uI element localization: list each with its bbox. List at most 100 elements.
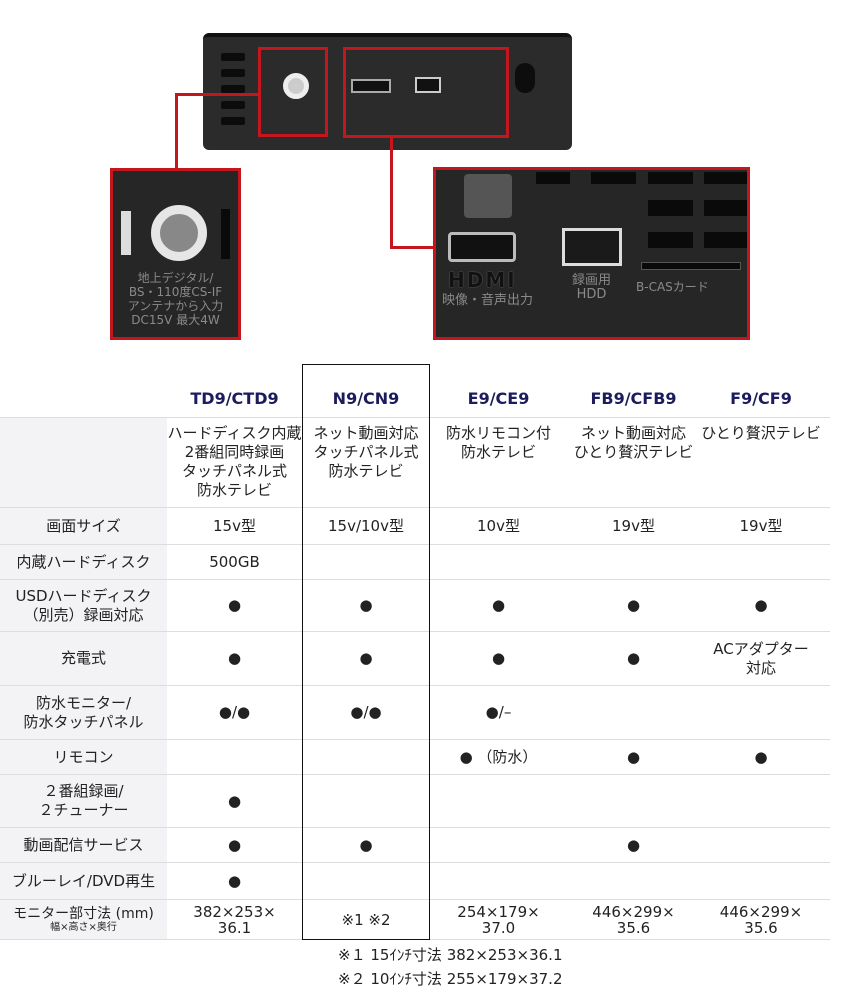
row-label: 画面サイズ: [0, 508, 167, 544]
table-cell: ひとり贅沢テレビ: [701, 424, 821, 442]
hdd-label: 録画用 HDD: [572, 273, 612, 302]
table-cell: ●: [626, 649, 641, 667]
table-cell: [700, 686, 822, 739]
table-cell: ●: [227, 791, 242, 810]
table-cell: 446×299× 35.6: [719, 902, 803, 937]
hdmi-port-icon: [351, 79, 391, 93]
callout-text: DC15V 最大4W: [131, 313, 220, 327]
ports-callout: HDMI 映像・音声出力 録画用 HDD B-CASカード: [433, 167, 750, 340]
table-cell: 15v/10v型: [328, 516, 404, 535]
table-cell: ●: [227, 596, 242, 614]
model-header: TD9/CTD9: [190, 389, 279, 408]
row-label: ブルーレイ/DVD再生: [0, 863, 167, 899]
row-label-text: モニター部寸法 (mm): [13, 905, 154, 922]
row-label: USDハードディスク （別売）録画対応: [0, 580, 167, 631]
table-row: 画面サイズ 15v型 15v/10v型 10v型 19v型 19v型: [0, 508, 830, 545]
row-label: モニター部寸法 (mm)幅×高さ×奥行: [0, 900, 167, 939]
table-cell: [430, 545, 567, 579]
hdmi-logo: HDMI: [448, 268, 517, 292]
antenna-port-callout: 地上デジタル/ BS・110度CS-IF アンテナから入力 DC15V 最大4W: [110, 168, 241, 340]
callout-text: 地上デジタル/: [137, 271, 214, 285]
table-cell: ※1 ※2: [341, 910, 391, 929]
table-row: リモコン ● （防水） ● ●: [0, 740, 830, 775]
table-cell: ACアダプター 対応: [713, 639, 809, 677]
row-label: 充電式: [0, 632, 167, 685]
row-label: リモコン: [0, 740, 167, 774]
table-cell: ● （防水）: [459, 747, 538, 766]
table-cell: ハードディスク内蔵 2番組同時録画 タッチパネル式 防水テレビ: [167, 424, 302, 499]
table-cell: 19v型: [739, 516, 783, 535]
table-cell: ●/●: [350, 703, 382, 721]
table-cell: ●: [227, 649, 242, 667]
table-cell: 382×253× 36.1: [193, 902, 276, 937]
row-label: [0, 418, 167, 507]
table-cell: [430, 828, 567, 862]
callout-text: BS・110度CS-IF: [128, 285, 223, 299]
table-cell: [567, 863, 700, 899]
table-cell: ●: [626, 596, 641, 614]
table-cell: ●: [227, 871, 242, 890]
table-row: 動画配信サービス ● ● ●: [0, 828, 830, 863]
table-cell: ●: [754, 596, 768, 614]
table-cell: ●: [754, 747, 768, 766]
table-cell: ●: [359, 596, 373, 614]
model-header: N9/CN9: [332, 389, 400, 408]
model-header: F9/CF9: [730, 389, 792, 408]
table-row: USDハードディスク （別売）録画対応 ● ● ● ● ●: [0, 580, 830, 632]
table-cell: ●/–: [485, 703, 512, 721]
table-cell: ●: [491, 649, 506, 667]
callout-text: アンテナから入力: [127, 299, 224, 313]
usb-port-icon: [415, 77, 441, 93]
row-label: 防水モニター/ 防水タッチパネル: [0, 686, 167, 739]
antenna-port-icon: [283, 73, 309, 99]
footnote-1: ※１ 15ｲﾝﾁ寸法 382×253×36.1: [338, 946, 563, 964]
model-header: FB9/CFB9: [590, 389, 677, 408]
dc-jack-icon: [515, 63, 535, 93]
table-cell: [567, 545, 700, 579]
row-label: 動画配信サービス: [0, 828, 167, 862]
footnote-2: ※２ 10ｲﾝﾁ寸法 255×179×37.2: [338, 970, 563, 988]
table-header-row: TD9/CTD9 N9/CN9 E9/CE9 FB9/CFB9 F9/CF9: [0, 380, 830, 418]
table-cell: [567, 686, 700, 739]
bcas-label: B-CASカード: [636, 280, 709, 294]
table-cell: [700, 863, 822, 899]
table-row: ブルーレイ/DVD再生 ●: [0, 863, 830, 900]
table-cell: [700, 828, 822, 862]
table-cell: 254×179× 37.0: [457, 902, 540, 937]
hdmi-port-icon: [448, 232, 516, 262]
table-cell: [430, 775, 567, 827]
table-cell: ネット動画対応 ひとり贅沢テレビ: [573, 424, 694, 461]
row-label: 内蔵ハードディスク: [0, 545, 167, 579]
table-cell: ●/●: [218, 703, 251, 721]
tuner-box-rear: [203, 33, 572, 150]
antenna-connector-icon: [151, 205, 207, 261]
table-cell: 446×299× 35.6: [592, 902, 675, 937]
table-cell: ●: [359, 835, 373, 854]
hdmi-label: 映像・音声出力: [442, 293, 534, 308]
table-cell: ●: [491, 596, 506, 614]
table-cell: [430, 863, 567, 899]
table-cell: ●: [626, 835, 641, 854]
row-label: ２番組録画/ ２チューナー: [0, 775, 167, 827]
table-cell: 500GB: [209, 552, 260, 571]
table-cell: ネット動画対応 タッチパネル式 防水テレビ: [313, 424, 419, 480]
model-header: E9/CE9: [467, 389, 530, 408]
table-row: ２番組録画/ ２チューナー ●: [0, 775, 830, 828]
table-row: 内蔵ハードディスク 500GB: [0, 545, 830, 580]
table-cell: [567, 775, 700, 827]
table-cell: ●: [626, 747, 641, 766]
row-sublabel: 幅×高さ×奥行: [50, 921, 117, 933]
table-row: 防水モニター/ 防水タッチパネル ●/● ●/● ●/–: [0, 686, 830, 740]
table-cell: 19v型: [612, 516, 655, 535]
table-cell: 防水リモコン付 防水テレビ: [445, 424, 551, 461]
table-cell: [700, 775, 822, 827]
table-cell: [700, 545, 822, 579]
table-row: 充電式 ● ● ● ● ACアダプター 対応: [0, 632, 830, 686]
table-row: モニター部寸法 (mm)幅×高さ×奥行 382×253× 36.1 ※1 ※2 254…: [0, 900, 830, 940]
table-cell: ●: [359, 649, 373, 667]
table-cell: ●: [227, 835, 242, 854]
table-cell: 15v型: [213, 516, 256, 535]
table-row: ハードディスク内蔵 2番組同時録画 タッチパネル式 防水テレビネット動画対応 タ…: [0, 418, 830, 508]
usb-port-icon: [562, 228, 622, 266]
table-cell: 10v型: [477, 516, 520, 535]
